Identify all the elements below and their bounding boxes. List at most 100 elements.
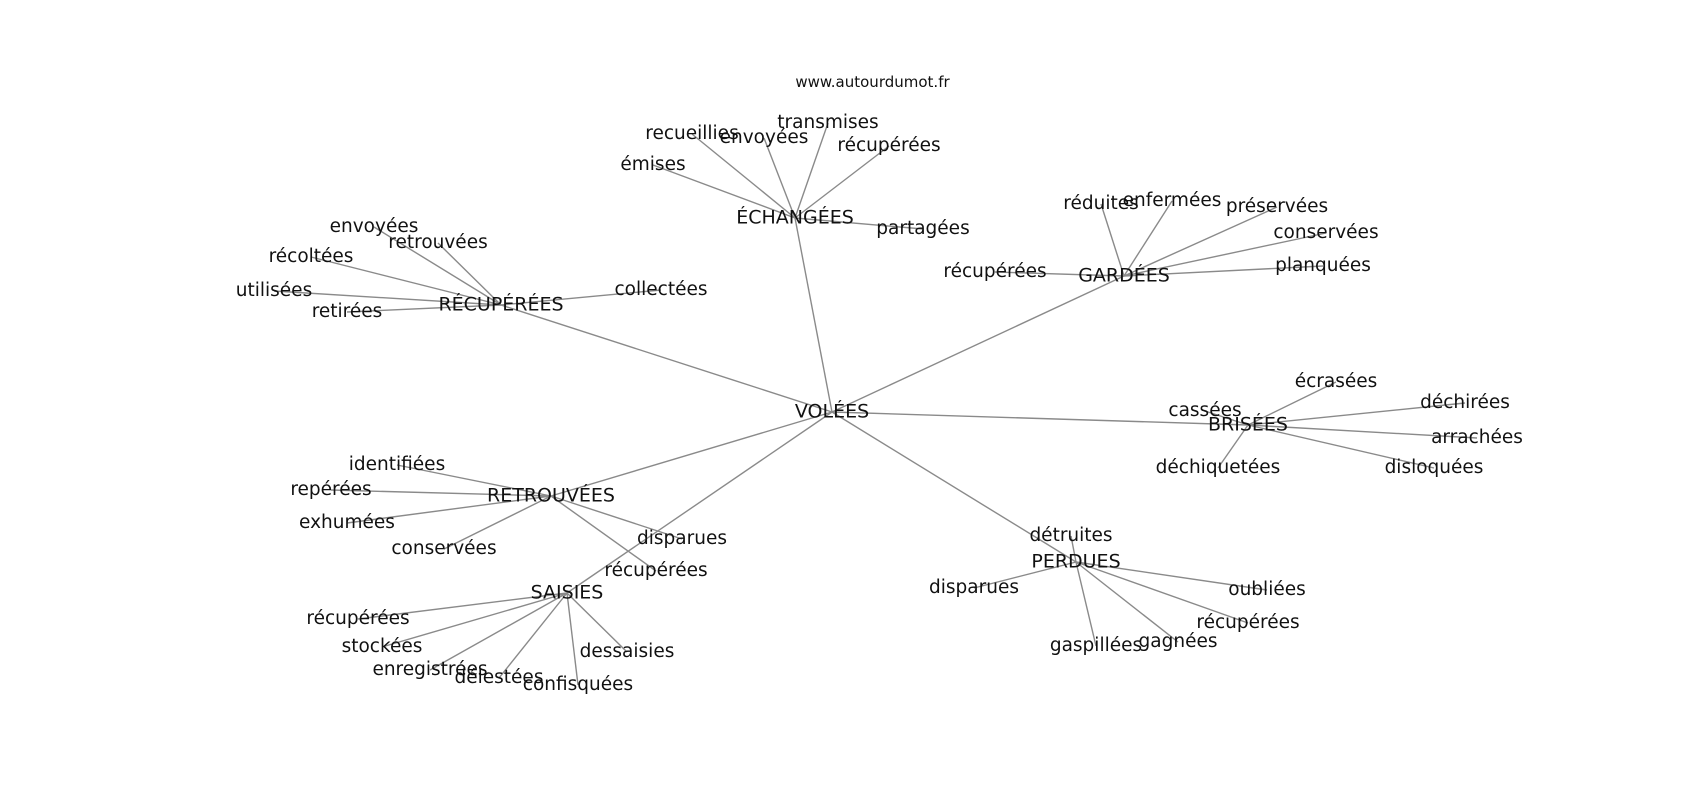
- source-url: www.autourdumot.fr: [795, 73, 950, 91]
- edge-hub-word: [652, 164, 796, 219]
- hub-word: SAISIES: [531, 582, 604, 604]
- leaf-word: disloquées: [1385, 457, 1484, 478]
- edge-hub-word: [566, 592, 628, 653]
- edge-hub-word: [1123, 265, 1324, 277]
- leaf-word: détruites: [1029, 525, 1112, 546]
- labels: VOLÉESÉCHANGÉESrecueilliesenvoyéestransm…: [236, 112, 1523, 695]
- edge-hub-word: [310, 256, 502, 306]
- leaf-word: retrouvées: [388, 232, 487, 253]
- leaf-word: utilisées: [236, 280, 312, 301]
- edge-hub-word: [550, 495, 657, 572]
- edge-hub-word: [1123, 232, 1327, 277]
- edge-hub-word: [1075, 561, 1179, 643]
- leaf-word: émises: [620, 154, 685, 175]
- edge-hub-word: [346, 495, 552, 524]
- leaf-word: récupérées: [306, 608, 409, 629]
- leaf-word: collectées: [615, 279, 708, 300]
- edge-hub-word: [1247, 381, 1337, 426]
- edge-hub-word: [1247, 424, 1435, 469]
- edge-hub-word: [500, 289, 662, 306]
- edge-center-hub: [794, 217, 833, 413]
- leaf-word: réduites: [1063, 193, 1138, 214]
- center-word: VOLÉES: [795, 400, 869, 423]
- edge-hub-word: [429, 592, 568, 671]
- edge-center-hub: [831, 411, 1249, 426]
- edge-center-hub: [500, 304, 833, 413]
- leaf-word: conservées: [1273, 222, 1378, 243]
- edge-hub-word: [1123, 206, 1278, 277]
- edge-hub-word: [330, 489, 552, 497]
- leaf-word: exhumées: [299, 512, 395, 533]
- edge-hub-word: [794, 145, 890, 219]
- leaf-word: récupérées: [1196, 612, 1299, 633]
- hub-word: GARDÉES: [1078, 264, 1170, 287]
- leaf-word: envoyées: [720, 127, 809, 148]
- leaf-word: récupérées: [943, 261, 1046, 282]
- edge-hub-word: [1100, 203, 1125, 277]
- hub-word: BRISÉES: [1208, 413, 1288, 436]
- leaf-word: repérées: [290, 479, 371, 500]
- edge-hub-word: [498, 592, 568, 679]
- leaf-word: recueillies: [645, 123, 738, 144]
- edge-hub-word: [1204, 410, 1249, 426]
- edge-center-hub: [566, 411, 833, 594]
- edge-hub-word: [566, 592, 579, 686]
- leaf-word: enregistrées: [372, 659, 487, 680]
- hub-word: RÉCUPÉRÉES: [438, 293, 563, 316]
- leaf-word: déchiquetées: [1156, 457, 1281, 478]
- edge-hub-word: [973, 561, 1077, 589]
- leaf-word: récoltées: [269, 246, 354, 267]
- edge-hub-word: [1247, 424, 1478, 439]
- leaf-word: retirées: [312, 301, 383, 322]
- leaf-word: délestées: [455, 667, 544, 688]
- leaf-word: arrachées: [1431, 427, 1523, 448]
- edge-hub-word: [381, 592, 568, 648]
- edge-hub-word: [437, 242, 502, 306]
- leaf-word: disparues: [929, 577, 1019, 598]
- leaf-word: confisquées: [523, 674, 633, 695]
- edge-hub-word: [357, 592, 568, 620]
- edge-hub-word: [1217, 424, 1249, 469]
- hub-word: RETROUVÉES: [487, 484, 615, 507]
- edge-hub-word: [1075, 561, 1097, 647]
- edge-hub-word: [373, 226, 502, 306]
- edge-hub-word: [763, 137, 796, 219]
- leaf-word: transmises: [777, 112, 878, 133]
- leaf-word: récupérées: [604, 560, 707, 581]
- leaf-word: oubliées: [1228, 579, 1305, 600]
- edge-center-hub: [831, 411, 1077, 563]
- leaf-word: gagnées: [1139, 631, 1218, 652]
- leaf-word: identifiées: [349, 454, 445, 475]
- leaf-word: enfermées: [1123, 190, 1222, 211]
- edge-hub-word: [794, 217, 924, 230]
- edge-center-hub: [831, 275, 1125, 413]
- leaf-word: envoyées: [330, 216, 419, 237]
- edge-hub-word: [1247, 402, 1466, 426]
- leaf-word: partagées: [876, 218, 969, 239]
- leaf-word: cassées: [1168, 400, 1241, 421]
- edge-hub-word: [273, 290, 502, 306]
- leaf-word: préservées: [1226, 196, 1328, 217]
- edge-hub-word: [396, 464, 552, 497]
- edge-hub-word: [1075, 561, 1268, 591]
- leaf-word: écrasées: [1295, 371, 1378, 392]
- edge-center-hub: [550, 411, 833, 497]
- leaf-word: planquées: [1275, 255, 1371, 276]
- edge-hub-word: [443, 495, 552, 550]
- hub-word: PERDUES: [1031, 551, 1120, 573]
- leaf-word: conservées: [391, 538, 496, 559]
- edge-hub-word: [1123, 200, 1173, 277]
- leaf-word: stockées: [342, 636, 423, 657]
- edge-hub-word: [794, 122, 829, 219]
- edge-hub-word: [691, 133, 796, 219]
- leaf-word: récupérées: [837, 135, 940, 156]
- edge-hub-word: [1075, 561, 1249, 624]
- hub-word: ÉCHANGÉES: [736, 206, 854, 229]
- leaf-word: déchirées: [1420, 392, 1510, 413]
- edge-hub-word: [1070, 535, 1077, 563]
- edge-hub-word: [346, 304, 502, 313]
- edge-hub-word: [994, 271, 1125, 277]
- edge-hub-word: [550, 495, 683, 540]
- leaf-word: disparues: [637, 528, 727, 549]
